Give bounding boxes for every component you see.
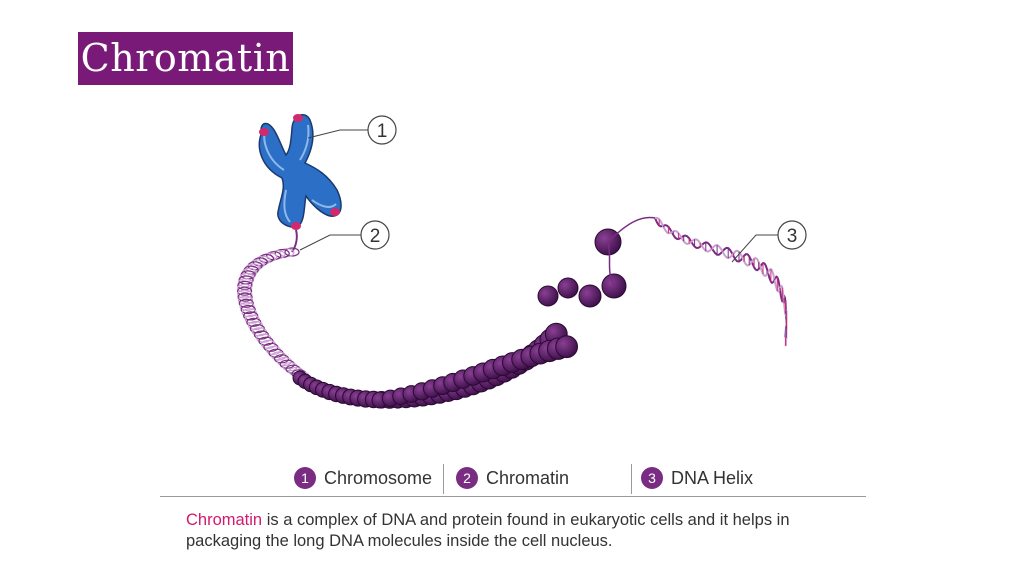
legend-badge-1: 1 [294, 467, 316, 489]
helix-strand [654, 216, 788, 347]
callout-2-number: 2 [370, 226, 381, 247]
coil-loop [240, 304, 256, 315]
legend-label-chromatin: Chromatin [486, 467, 570, 488]
legend: 1 Chromosome 2 Chromatin 3 DNA Helix [160, 462, 866, 496]
nucleosome-bead [537, 285, 559, 307]
linker-dna [607, 216, 656, 287]
coil-loop [238, 298, 254, 308]
coiled-fiber [237, 229, 310, 381]
callout-3: 3 [731, 220, 807, 263]
legend-label-dna-helix: DNA Helix [671, 467, 754, 488]
divider [160, 496, 866, 497]
callout-3-number: 3 [787, 226, 798, 247]
coil-loop [239, 301, 255, 311]
legend-item-chromosome: 1 Chromosome [294, 462, 432, 494]
legend-badge-2: 2 [456, 467, 478, 489]
caption: Chromatin is a complex of DNA and protei… [186, 510, 856, 552]
legend-item-chromatin: 2 Chromatin [456, 462, 569, 494]
coil-loop [237, 292, 253, 302]
chromatin-diagram: 1 2 3 [237, 113, 807, 409]
legend-label-chromosome: Chromosome [324, 467, 433, 488]
legend-separator [443, 464, 444, 494]
callout-2: 2 [299, 220, 390, 251]
callout-1: 1 [307, 115, 397, 145]
coil-loop [243, 311, 259, 321]
legend-separator [631, 464, 632, 494]
coil-loop [237, 280, 253, 290]
helix-strand [654, 217, 788, 338]
nucleosome-chain [292, 216, 656, 409]
callout-1-number: 1 [377, 121, 388, 142]
legend-item-dna-helix: 3 DNA Helix [641, 462, 753, 494]
legend-badge-3: 3 [641, 467, 663, 489]
caption-term: Chromatin [186, 511, 263, 529]
chromosome-illustration [258, 113, 342, 230]
caption-text: is a complex of DNA and protein found in… [186, 511, 790, 550]
coil-loop [241, 308, 257, 318]
nucleosome-bead [578, 284, 602, 308]
dna-helix [654, 216, 788, 347]
coil-loop [279, 359, 295, 369]
coil-loop [237, 286, 253, 296]
coil-loop [237, 283, 253, 293]
coil-loop [238, 295, 254, 305]
coil-loop [285, 364, 301, 374]
slide-title: Chromatin [78, 32, 293, 85]
nucleosome-bead [555, 335, 578, 359]
coil-loop [237, 289, 253, 299]
nucleosome-bead [557, 277, 579, 299]
coil-loop [282, 362, 298, 372]
